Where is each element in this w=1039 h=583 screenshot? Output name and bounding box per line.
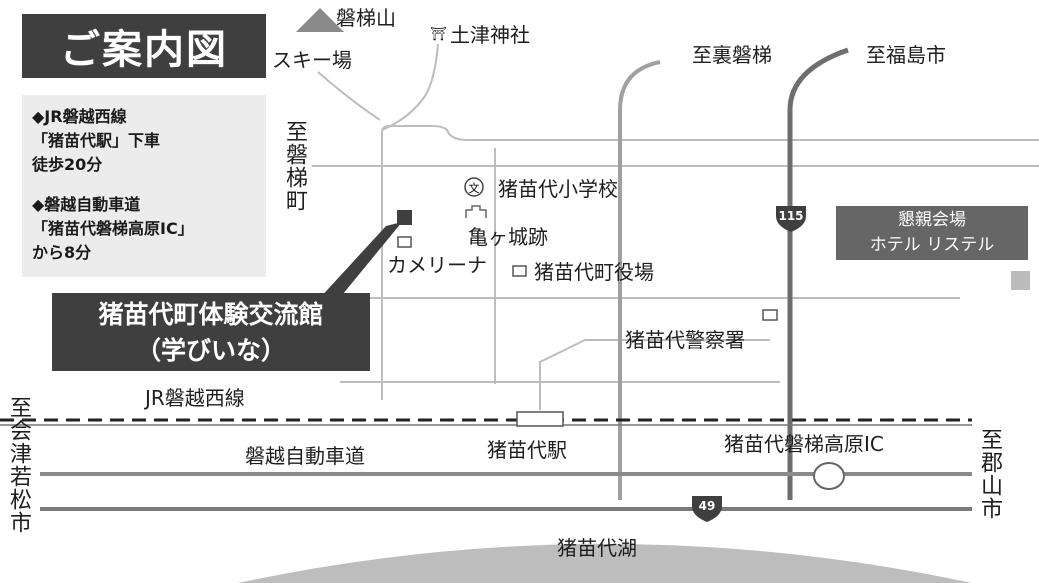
castle-label: 亀ヶ城跡	[468, 225, 548, 249]
town-office-label: 猪苗代町役場	[534, 260, 654, 284]
facility-nickname: （学びいな）	[135, 336, 286, 365]
facility-callout: 猪苗代町体験交流館 （学びいな）	[52, 293, 370, 371]
street-line	[539, 339, 770, 410]
lake-shape	[238, 544, 972, 583]
access-line: 「猪苗代駅」下車	[32, 131, 161, 150]
rail-line-label: JR磐越西線	[145, 386, 245, 410]
school-icon-circle	[464, 177, 484, 197]
police-label: 猪苗代警察署	[625, 328, 745, 352]
ski-area-label: スキー場	[272, 48, 352, 72]
access-line: ◆JR磐越西線	[32, 107, 127, 126]
lake-label: 猪苗代湖	[557, 536, 637, 560]
shrine-icon: ⛩	[430, 27, 447, 42]
direction-aizu: 至会津若松市	[6, 396, 31, 534]
route-115-label: 115	[778, 209, 803, 223]
police-marker	[762, 309, 778, 321]
route-115-shield	[776, 206, 806, 232]
route-49-shield	[692, 496, 722, 522]
mountain-triangle	[296, 8, 344, 32]
access-info-box: ◆JR磐越西線 「猪苗代駅」下車 徒歩20分 ◆磐越自動車道 「猪苗代磐梯高原I…	[22, 95, 266, 277]
arena-label: カメリーナ	[387, 253, 487, 277]
direction-urabandai: 至裏磐梯	[692, 43, 772, 67]
road-115	[787, 47, 849, 500]
school-icon: 文	[469, 181, 480, 195]
access-line: から8分	[32, 243, 92, 262]
shrine-road	[381, 43, 439, 131]
road-to-urabandai	[618, 60, 661, 500]
castle-icon	[465, 205, 487, 218]
facility-marker	[397, 210, 412, 225]
station-marker	[516, 411, 564, 427]
school-label: 猪苗代小学校	[498, 177, 618, 201]
venue-label: 懇親会場	[898, 210, 966, 230]
direction-fukushima: 至福島市	[866, 43, 946, 67]
direction-bandai-town: 至磐梯町	[282, 120, 307, 212]
expressway-label: 磐越自動車道	[245, 444, 365, 468]
access-line: 徒歩20分	[32, 155, 103, 174]
direction-koriyama: 至郡山市	[977, 428, 1002, 520]
access-line: ◆磐越自動車道	[32, 195, 141, 214]
facility-name: 猪苗代町体験交流館	[98, 300, 324, 329]
street-line	[381, 125, 1039, 400]
station-label: 猪苗代駅	[487, 438, 567, 462]
arena-marker	[397, 236, 412, 248]
facility-pointer	[318, 222, 402, 300]
route-49-label: 49	[699, 499, 716, 513]
access-line: 「猪苗代磐梯高原IC」	[32, 219, 194, 238]
reception-venue-box: 懇親会場 ホテル リステル	[836, 206, 1028, 260]
shrine-label: 土津神社	[450, 23, 530, 47]
map-title: ご案内図	[22, 14, 266, 78]
venue-marker	[1011, 271, 1030, 290]
ic-label: 猪苗代磐梯高原IC	[724, 432, 884, 456]
ski-road	[317, 71, 381, 121]
venue-name: ホテル リステル	[869, 235, 995, 255]
town-office-marker	[512, 265, 527, 277]
mountain-label: 磐梯山	[336, 6, 396, 30]
ic-loop	[813, 462, 845, 490]
